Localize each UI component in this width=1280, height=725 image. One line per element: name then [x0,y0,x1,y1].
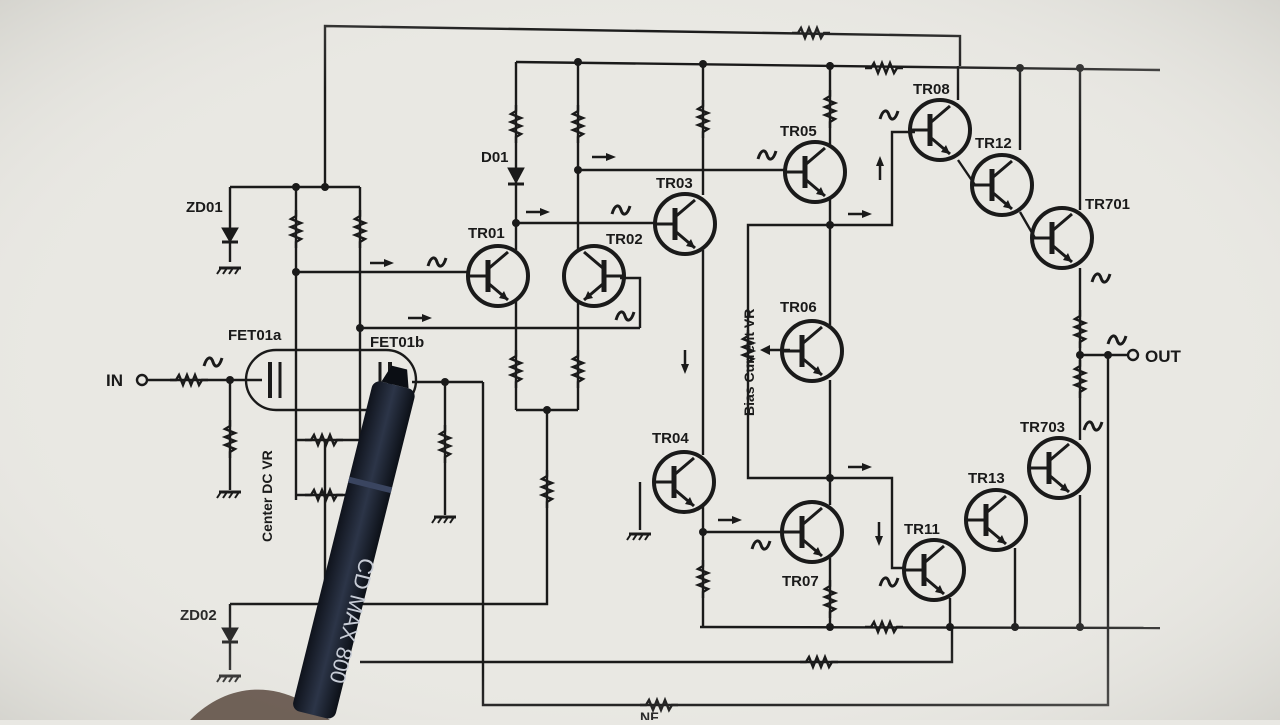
label-center-dc-vr: Center DC VR [259,450,275,542]
label-tr02: TR02 [606,231,643,248]
label-tr12: TR12 [975,135,1012,152]
label-tr06: TR06 [780,299,817,316]
label-bias-current-vr: Bias Current VR [741,309,757,416]
hand [190,689,330,720]
label-d01: D01 [481,149,509,166]
label-out: OUT [1145,347,1182,366]
label-zd02: ZD02 [180,607,217,624]
label-tr05: TR05 [780,123,817,140]
label-tr04: TR04 [652,430,689,447]
label-tr701: TR701 [1085,196,1130,213]
label-nf: NF [640,709,659,720]
label-tr03: TR03 [656,175,693,192]
label-tr13: TR13 [968,470,1005,487]
label-zd01: ZD01 [186,199,223,216]
label-tr01: TR01 [468,225,505,242]
label-tr07: TR07 [782,573,819,590]
label-in: IN [106,371,123,390]
output-terminal [1126,348,1140,362]
label-tr08: TR08 [913,81,950,98]
label-fet01a: FET01a [228,327,282,344]
label-fet01b: FET01b [370,334,424,351]
label-tr703: TR703 [1020,419,1065,436]
input-terminal [135,373,149,387]
pen-body [293,381,415,719]
label-tr11: TR11 [904,521,940,538]
